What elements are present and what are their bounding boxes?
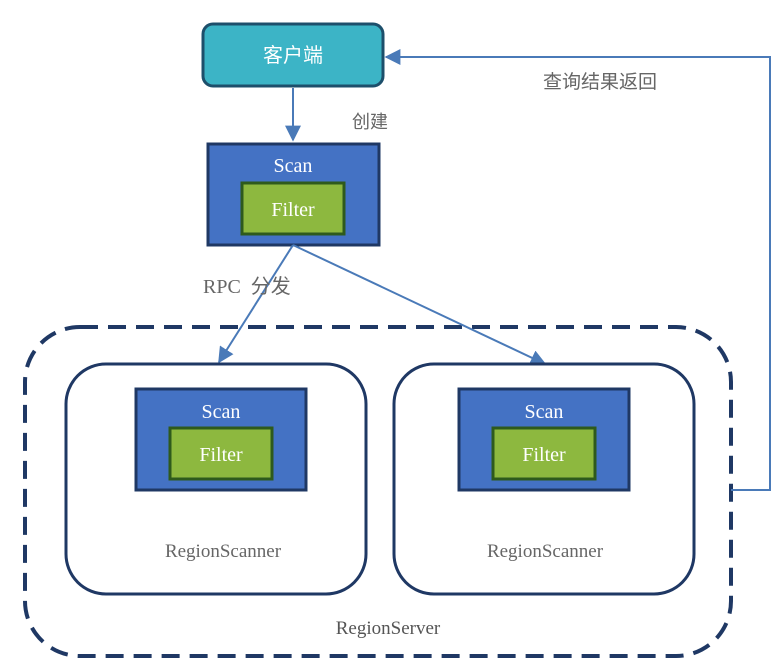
rpc-label: RPC 分发 bbox=[203, 275, 291, 298]
region-scanner-left-label: RegionScanner bbox=[165, 541, 282, 562]
region-scanner-right-filter-label: Filter bbox=[522, 444, 566, 466]
client-label: 客户端 bbox=[263, 43, 323, 67]
region-scanner-left-scan-label: Scan bbox=[202, 401, 241, 423]
rpc-arrow-left bbox=[218, 244, 294, 364]
region-scanner-left-filter-label: Filter bbox=[199, 444, 243, 466]
rpc-arrow-right bbox=[292, 244, 547, 366]
region-server-container bbox=[23, 325, 733, 658]
scan-label: Scan bbox=[274, 155, 313, 177]
region-server-label: RegionServer bbox=[336, 618, 441, 639]
filter-box bbox=[240, 181, 346, 236]
region-scanner-right-label: RegionScanner bbox=[487, 541, 604, 562]
region-scanner-right-scan-label: Scan bbox=[525, 401, 564, 423]
region-scanner-left-filter-box bbox=[168, 426, 274, 481]
return-arrow bbox=[384, 49, 771, 491]
client-box bbox=[201, 22, 385, 88]
query-return-label: 查询结果返回 bbox=[543, 71, 657, 93]
filter-label: Filter bbox=[271, 199, 315, 221]
create-label: 创建 bbox=[352, 112, 388, 133]
region-scanner-right-filter-box bbox=[491, 426, 597, 481]
